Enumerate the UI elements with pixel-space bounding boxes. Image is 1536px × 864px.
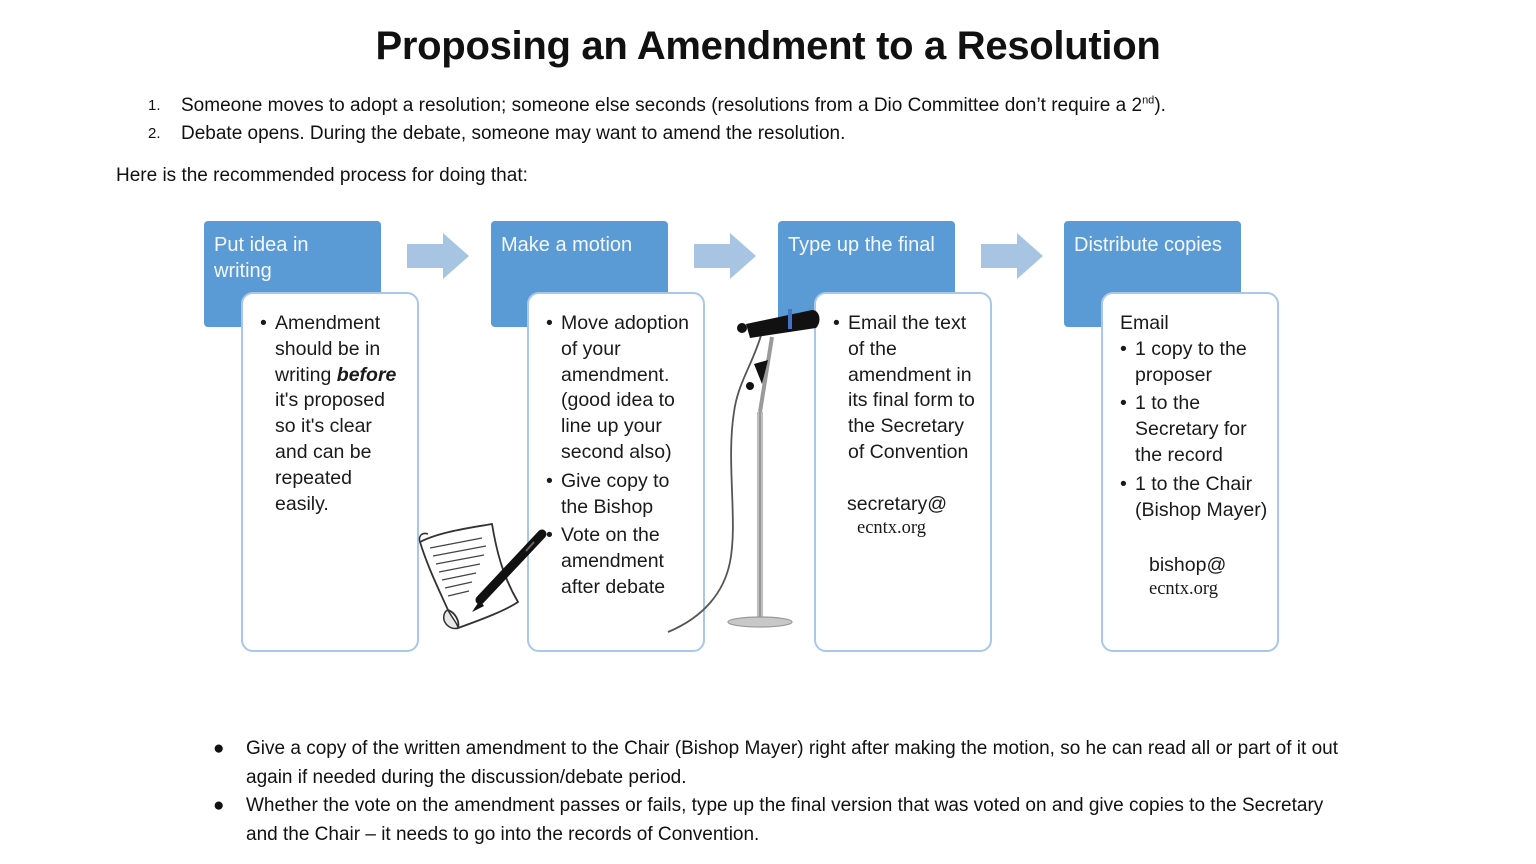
card-bullet: Move adoption of your amendment. (good i… (543, 311, 695, 466)
email-domain: ecntx.org (1149, 579, 1219, 600)
step-superscript: nd (1142, 94, 1155, 107)
intro-text: Here is the recommended process for doin… (116, 165, 528, 186)
email-address: bishop@ ecntx.org (1117, 553, 1269, 599)
email-domain: ecntx.org (857, 517, 927, 538)
step-item: 2. Debate opens. During the debate, someo… (148, 120, 1166, 148)
numbered-steps: 1. Someone moves to adopt a resolution; s… (148, 92, 1166, 148)
note-item: ● Whether the vote on the amendment passe… (213, 792, 1353, 849)
card-bullet: 1 to the Chair (Bishop Mayer) (1117, 472, 1269, 524)
notes-list: ● Give a copy of the written amendment to… (213, 735, 1353, 849)
stage-card-distribute: Email 1 copy to the proposer 1 to the Se… (1101, 292, 1279, 652)
stage-card-write: Amendment should be in writing before it… (241, 292, 419, 652)
email-user: secretary@ (847, 492, 947, 515)
arrow-right-icon (407, 233, 469, 279)
note-text: Give a copy of the written amendment to … (246, 738, 1338, 788)
card-lead: Email (1120, 312, 1169, 334)
note-item: ● Give a copy of the written amendment to… (213, 735, 1353, 792)
paper-and-pen-icon (418, 522, 547, 630)
arrow-right-icon (981, 233, 1043, 279)
microphone-stand-icon (667, 309, 820, 633)
stage-card-type: Email the text of the amendment in its f… (814, 292, 992, 652)
step-number: 1. (148, 97, 161, 114)
emphasis-text: before (336, 363, 397, 386)
card-bullet: Give copy to the Bishop (543, 469, 695, 521)
card-bullet: Vote on the amendment after debate (543, 523, 695, 600)
email-address: secretary@ ecntx.org (830, 492, 982, 538)
stage-card-motion: Move adoption of your amendment. (good i… (527, 292, 705, 652)
step-text-end: ). (1154, 95, 1166, 116)
card-bullet: 1 to the Secretary for the record (1117, 391, 1269, 468)
arrow-right-icon (694, 233, 756, 279)
email-user: bishop@ (1149, 554, 1227, 577)
card-bullet: Email the text of the amendment in its f… (830, 311, 982, 466)
note-bullet: ● (213, 795, 225, 816)
card-bullet: Amendment should be in writing before it… (257, 311, 409, 517)
note-text: Whether the vote on the amendment passes… (246, 795, 1324, 845)
page-title: Proposing an Amendment to a Resolution (375, 24, 1161, 68)
step-text: Someone moves to adopt a resolution; som… (181, 95, 1143, 116)
step-number: 2. (148, 125, 161, 142)
card-bullet: 1 copy to the proposer (1117, 337, 1269, 389)
step-item: 1. Someone moves to adopt a resolution; s… (148, 92, 1166, 120)
step-text: Debate opens. During the debate, someone… (181, 123, 846, 144)
note-bullet: ● (213, 738, 225, 759)
